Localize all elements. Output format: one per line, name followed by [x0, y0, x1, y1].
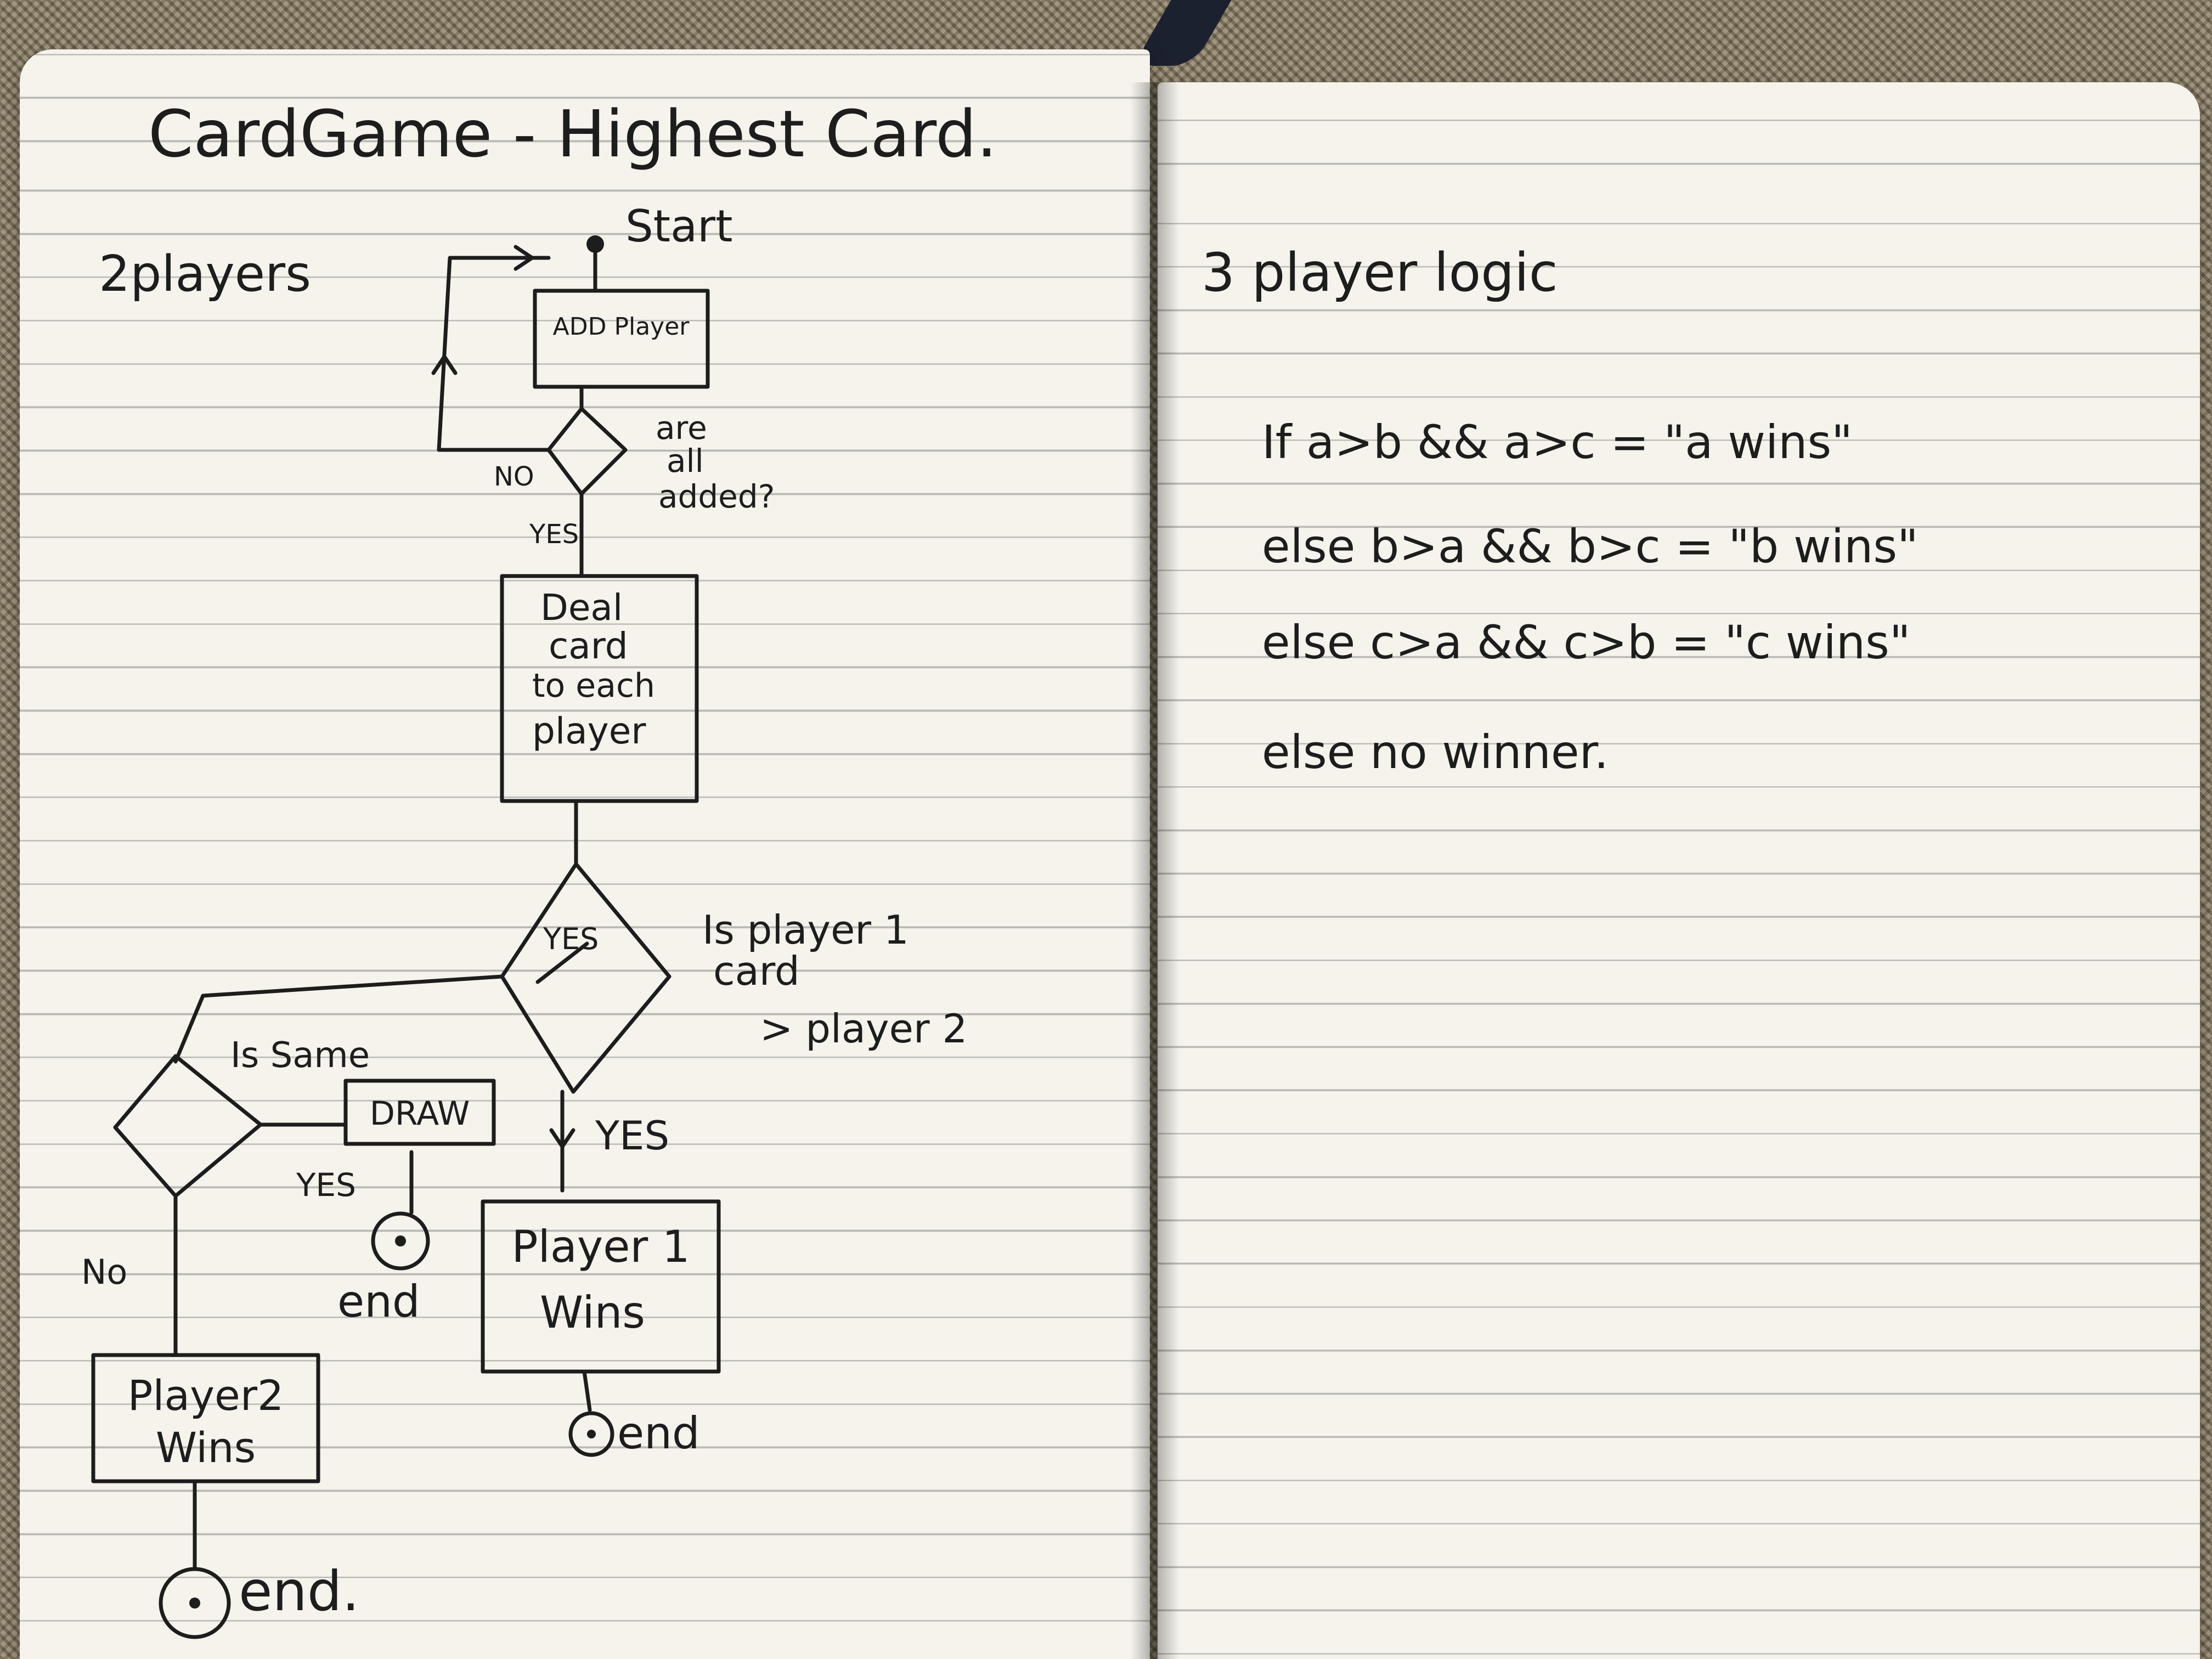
all-added-decision — [546, 407, 628, 496]
same-label: Is Same — [230, 1035, 370, 1076]
yes-label: YES — [529, 519, 579, 550]
same-decision — [113, 1054, 263, 1198]
all-added-line-1: are — [656, 409, 707, 447]
add-player-box — [533, 289, 710, 389]
add-player-label: ADD Player — [553, 313, 690, 341]
player1-wins-line-2: Wins — [540, 1287, 645, 1338]
player2-wins-box — [91, 1353, 320, 1483]
deal-line-4: player — [532, 710, 646, 752]
end-node-3 — [159, 1567, 231, 1639]
end-node-dot — [189, 1598, 200, 1609]
strike-mark — [535, 941, 589, 984]
all-added-line-2: all — [667, 442, 704, 479]
deal-card-box — [500, 574, 699, 803]
end-label-2: end — [617, 1408, 700, 1459]
deal-line-1: Deal — [540, 586, 623, 629]
compare-line-1: Is player 1 — [702, 907, 909, 953]
arrow-head — [549, 1128, 575, 1149]
connector — [582, 1369, 592, 1412]
player1-wins-box — [481, 1199, 721, 1374]
end-node-1 — [371, 1211, 430, 1271]
draw-label: DRAW — [370, 1094, 470, 1133]
player2-wins-line-1: Player2 — [128, 1371, 284, 1420]
start-label: Start — [625, 201, 732, 252]
no-label-2: No — [81, 1252, 127, 1292]
end-label-1: end — [337, 1276, 420, 1327]
yes-label-3: YES — [595, 1113, 669, 1159]
loop-connector — [437, 256, 551, 452]
start-node — [586, 235, 604, 253]
notebook-gutter — [1130, 82, 1180, 1659]
deal-line-2: card — [549, 625, 628, 667]
logic-line-1: If a>b && a>c = "a wins" — [1262, 415, 1853, 469]
end-label-3: end. — [239, 1559, 359, 1623]
end-node-dot — [395, 1235, 406, 1246]
page-title: CardGame - Highest Card. — [148, 96, 997, 172]
draw-box — [343, 1079, 496, 1146]
connector — [173, 974, 504, 1064]
notebook-right-page — [1158, 82, 2200, 1659]
player1-wins-line-1: Player 1 — [511, 1221, 690, 1272]
arrow-head — [431, 354, 458, 375]
logic-line-3: else c>a && c>b = "c wins" — [1262, 616, 1910, 669]
compare-decision — [500, 862, 672, 1094]
compare-line-2: card — [713, 948, 800, 994]
deal-line-3: to each — [532, 667, 655, 705]
logic-line-4: else no winner. — [1262, 725, 1609, 779]
all-added-line-3: added? — [658, 478, 775, 515]
player2-wins-line-2: Wins — [156, 1423, 256, 1472]
notebook-left-page — [20, 49, 1150, 1659]
end-node-dot — [587, 1430, 596, 1438]
crossed-yes-mark: YES — [543, 922, 599, 956]
players-note: 2players — [99, 245, 311, 303]
logic-line-2: else b>a && b>c = "b wins" — [1262, 520, 1918, 573]
end-node-2 — [568, 1411, 614, 1457]
no-label: NO — [494, 461, 534, 492]
arrow-head — [514, 245, 534, 271]
right-heading: 3 player logic — [1201, 242, 1558, 303]
yes-label-2: YES — [296, 1166, 356, 1204]
compare-line-3: > player 2 — [760, 1006, 967, 1052]
